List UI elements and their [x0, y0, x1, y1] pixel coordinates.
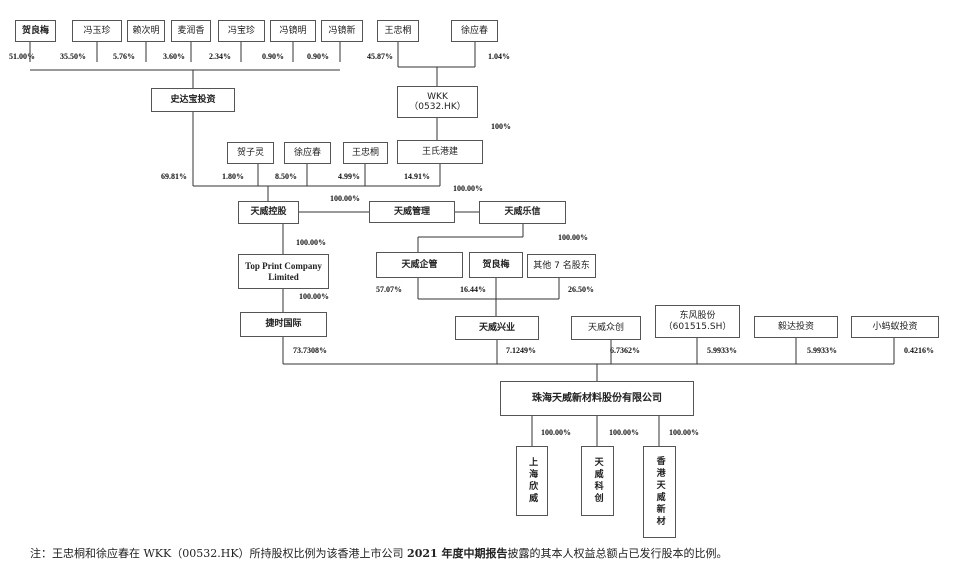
shareholder-box: 徐应春: [451, 20, 498, 42]
dongfeng-name: 东风股份: [679, 311, 716, 322]
shareholder-box: 冯宝珍: [218, 20, 265, 42]
percent-label: 57.07%: [376, 285, 402, 294]
percent-label: 14.91%: [404, 172, 430, 181]
shareholder-box: 徐应春: [284, 142, 331, 164]
entity-box: 天威乐信: [479, 201, 566, 224]
shareholder-box: 冯镜新: [321, 20, 363, 42]
percent-label: 100.00%: [330, 194, 360, 203]
percent-label: 8.50%: [275, 172, 297, 181]
entity-box: 天威兴业: [455, 316, 539, 340]
shareholder-box: 冯玉珍: [72, 20, 122, 42]
percent-label: 16.44%: [460, 285, 486, 294]
footnote-prefix: 注：王忠桐和徐应春在 WKK（00532.HK）所持股权比例为该香港上市公司: [30, 547, 408, 560]
entity-box: 天威管理: [369, 201, 455, 223]
dongfeng-code: （601515.SH）: [663, 321, 732, 332]
wkk-name: WKK: [427, 91, 448, 102]
percent-label: 5.9933%: [707, 346, 737, 355]
shareholder-box: 天威众创: [571, 316, 641, 340]
entity-box: 天威企管: [376, 252, 463, 278]
percent-label: 100.00%: [541, 428, 571, 437]
shareholder-box: 东风股份 （601515.SH）: [655, 305, 740, 338]
percent-label: 2.34%: [209, 52, 231, 61]
subsidiary-box: 香港天威新材: [643, 446, 676, 538]
entity-box: 王氏港建: [397, 140, 483, 164]
top-print-line1: Top Print Company: [245, 261, 322, 272]
shareholder-box: 贺子灵: [227, 142, 274, 164]
entity-box: Top Print Company Limited: [238, 254, 329, 289]
subsidiary-label: 上海欣威: [527, 457, 538, 505]
subsidiary-box: 上海欣威: [516, 446, 548, 516]
footnote-bold: 2021 年度中期报告: [407, 547, 508, 560]
entity-box: WKK （0532.HK）: [397, 86, 478, 118]
subsidiary-label: 香港天威新材: [654, 456, 665, 528]
percent-label: 26.50%: [568, 285, 594, 294]
top-print-line2: Limited: [268, 271, 299, 282]
percent-label: 6.7362%: [610, 346, 640, 355]
percent-label: 100.00%: [299, 292, 329, 301]
percent-label: 5.9933%: [807, 346, 837, 355]
percent-label: 0.4216%: [904, 346, 934, 355]
percent-label: 7.1249%: [506, 346, 536, 355]
percent-label: 100.00%: [669, 428, 699, 437]
percent-label: 5.76%: [113, 52, 135, 61]
percent-label: 69.81%: [161, 172, 187, 181]
entity-box: 天威控股: [238, 201, 299, 224]
target-company-box: 珠海天威新材料股份有限公司: [500, 381, 694, 416]
shareholder-box: 麦润香: [171, 20, 211, 42]
percent-label: 100%: [491, 122, 511, 131]
shareholder-box: 贺良梅: [469, 252, 523, 278]
entity-box: 捷时国际: [240, 312, 327, 337]
percent-label: 100.00%: [558, 233, 588, 242]
footnote-suffix: 披露的其本人权益总额占已发行股本的比例。: [507, 547, 728, 560]
shareholder-box: 小蚂蚁投资: [851, 316, 939, 338]
percent-label: 1.80%: [222, 172, 244, 181]
shareholder-box: 贺良梅: [15, 20, 56, 42]
shareholder-box: 其他 7 名股东: [527, 254, 596, 278]
shareholder-box: 王忠桐: [377, 20, 419, 42]
subsidiary-label: 天威科创: [592, 457, 603, 505]
shareholder-box: 毅达投资: [754, 316, 838, 338]
percent-label: 35.50%: [60, 52, 86, 61]
percent-label: 0.90%: [307, 52, 329, 61]
percent-label: 73.7308%: [293, 346, 327, 355]
percent-label: 100.00%: [609, 428, 639, 437]
subsidiary-box: 天威科创: [581, 446, 614, 516]
percent-label: 45.87%: [367, 52, 393, 61]
shareholder-box: 冯镜明: [270, 20, 316, 42]
percent-label: 51.00%: [9, 52, 35, 61]
percent-label: 0.90%: [262, 52, 284, 61]
shareholder-box: 王忠桐: [343, 142, 388, 164]
shareholder-box: 赖次明: [127, 20, 165, 42]
percent-label: 100.00%: [296, 238, 326, 247]
entity-box: 史达宝投资: [151, 88, 235, 112]
footnote: 注：王忠桐和徐应春在 WKK（00532.HK）所持股权比例为该香港上市公司 2…: [30, 545, 728, 561]
wkk-code: （0532.HK）: [409, 102, 466, 112]
percent-label: 3.60%: [163, 52, 185, 61]
percent-label: 4.99%: [338, 172, 360, 181]
percent-label: 100.00%: [453, 184, 483, 193]
percent-label: 1.04%: [488, 52, 510, 61]
